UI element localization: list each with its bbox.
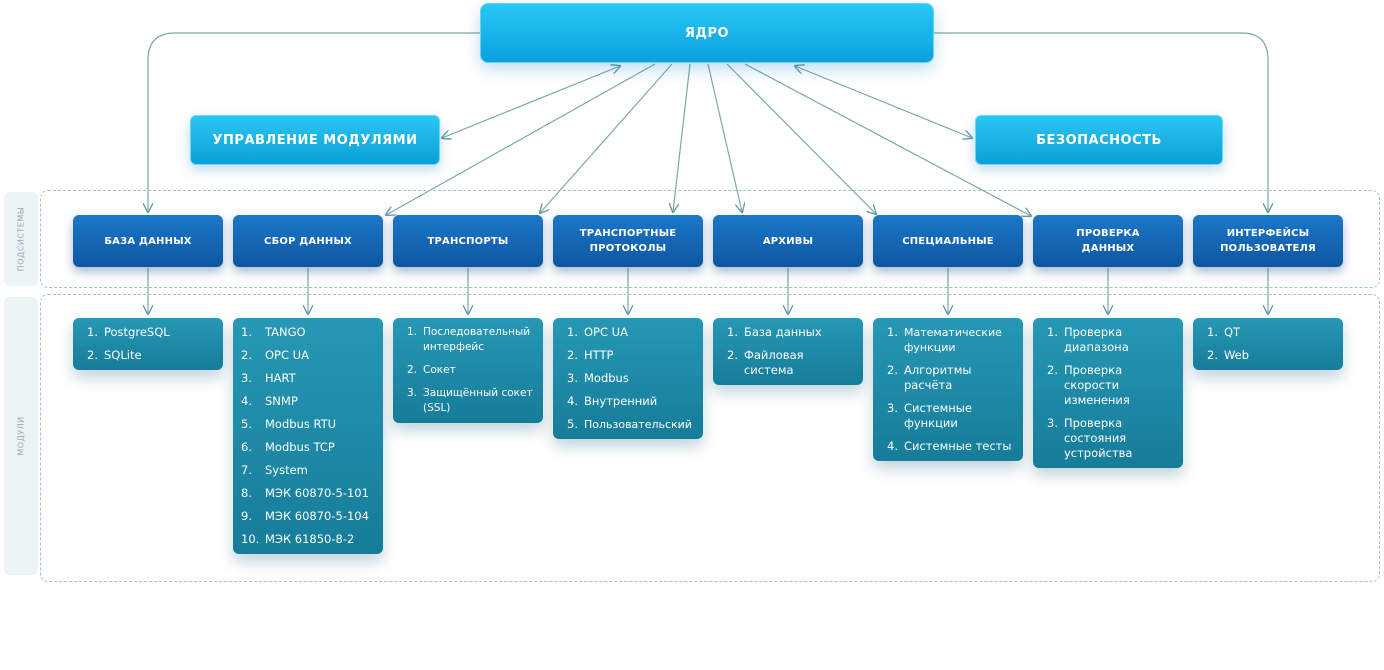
modules-archives: 1.База данных 2.Файловая система xyxy=(713,318,863,385)
list-item: 6.Modbus TCP xyxy=(241,440,335,454)
list-item: 4.Внутренний xyxy=(567,394,658,408)
modules-data-check: 1.Проверка диапазона 2.Проверка скорости… xyxy=(1033,318,1183,468)
subsystem-user-interfaces: ИНТЕРФЕЙСЫ ПОЛЬЗОВАТЕЛЯ xyxy=(1193,215,1343,267)
subsystems-band-label: ПОДСИСТЕМЫ xyxy=(4,192,38,286)
list-item: 2.SQLite xyxy=(87,348,142,362)
subsystems-band xyxy=(40,190,1380,288)
list-item: 1.Проверка диапазона xyxy=(1047,325,1129,354)
subsystem-data-check: ПРОВЕРКА ДАННЫХ xyxy=(1033,215,1183,267)
list-item: 2.Алгоритмы расчёта xyxy=(887,363,972,392)
list-item: 1.OPC UA xyxy=(567,325,628,339)
modules-band-title: МОДУЛИ xyxy=(16,416,26,456)
list-item: 3.Защищённый сокет (SSL) xyxy=(407,387,533,414)
module-management-node: УПРАВЛЕНИЕ МОДУЛЯМИ xyxy=(190,115,440,165)
list-item: 3.Modbus xyxy=(567,371,629,385)
connector-core-collect xyxy=(386,63,656,215)
subsystem-data-collection: СБОР ДАННЫХ xyxy=(233,215,383,267)
list-item: 5.Modbus RTU xyxy=(241,417,337,431)
modules-user-interfaces: 1.QT 2.Web xyxy=(1193,318,1343,370)
subsystem-database: БАЗА ДАННЫХ xyxy=(73,215,223,267)
modules-transport-protocols: 1.OPC UA 2.HTTP 3.Modbus 4.Внутренний 5.… xyxy=(553,318,703,439)
list-item: 2.Файловая система xyxy=(727,348,804,377)
subsystem-archives: АРХИВЫ xyxy=(713,215,863,267)
list-item: 4.SNMP xyxy=(241,394,298,408)
list-item: 1.Последовательный интерфейс xyxy=(407,326,531,353)
subsystem-data-check-label: ПРОВЕРКА ДАННЫХ xyxy=(1076,228,1140,254)
connector-core-security xyxy=(795,66,972,138)
list-item: 3.Системные функции xyxy=(887,401,972,430)
subsystem-user-interfaces-label: ИНТЕРФЕЙСЫ ПОЛЬЗОВАТЕЛЯ xyxy=(1220,228,1316,254)
subsystem-transport-protocols-label: ТРАНСПОРТНЫЕ ПРОТОКОЛЫ xyxy=(579,228,677,254)
connector-core-module-mgmt xyxy=(442,66,620,138)
list-item: 1.PostgreSQL xyxy=(87,325,170,339)
subsystem-special: СПЕЦИАЛЬНЫЕ xyxy=(873,215,1023,267)
list-item: 1.QT xyxy=(1207,325,1241,339)
modules-band-label: МОДУЛИ xyxy=(4,297,38,575)
connector-core-database xyxy=(148,32,480,212)
subsystem-transport-protocols: ТРАНСПОРТНЫЕ ПРОТОКОЛЫ xyxy=(553,215,703,267)
modules-band xyxy=(40,294,1380,582)
list-item: 10.МЭК 61850-8-2 xyxy=(241,532,355,546)
modules-data-collection: 1.TANGO 2.OPC UA 3.HART 4.SNMP 5.Modbus … xyxy=(233,318,383,554)
modules-transports: 1.Последовательный интерфейс 2.Сокет 3.З… xyxy=(393,318,543,423)
list-item: 4.Системные тесты xyxy=(887,439,1012,453)
list-item: 8.МЭК 60870-5-101 xyxy=(241,486,369,500)
list-item: 5.Пользовательский xyxy=(567,417,692,431)
connector-core-special xyxy=(726,63,876,214)
list-item: 9.МЭК 60870-5-104 xyxy=(241,509,369,523)
list-item: 2.OPC UA xyxy=(241,348,309,362)
list-item: 3.Проверка состояния устройства xyxy=(1047,416,1133,460)
connector-core-archives xyxy=(707,63,742,212)
subsystem-transports: ТРАНСПОРТЫ xyxy=(393,215,543,267)
list-item: 2.Проверка скорости изменения xyxy=(1047,363,1130,407)
list-item: 1.База данных xyxy=(727,325,822,339)
list-item: 2.Web xyxy=(1207,348,1250,362)
core-node: ЯДРО xyxy=(480,3,934,63)
connector-core-ui xyxy=(934,32,1268,212)
list-item: 2.HTTP xyxy=(567,348,614,362)
list-item: 1.TANGO xyxy=(241,325,306,339)
list-item: 3.HART xyxy=(241,371,296,385)
list-item: 7.System xyxy=(241,463,308,477)
modules-database: 1.PostgreSQL 2.SQLite xyxy=(73,318,223,370)
connector-core-protocols xyxy=(673,63,691,212)
connector-core-transport xyxy=(540,63,673,213)
list-item: 2.Сокет xyxy=(407,364,456,376)
list-item: 1.Математические функции xyxy=(887,325,1002,354)
modules-special: 1.Математические функции 2.Алгоритмы рас… xyxy=(873,318,1023,461)
subsystems-band-title: ПОДСИСТЕМЫ xyxy=(16,206,26,272)
security-node: БЕЗОПАСНОСТЬ xyxy=(975,115,1223,165)
